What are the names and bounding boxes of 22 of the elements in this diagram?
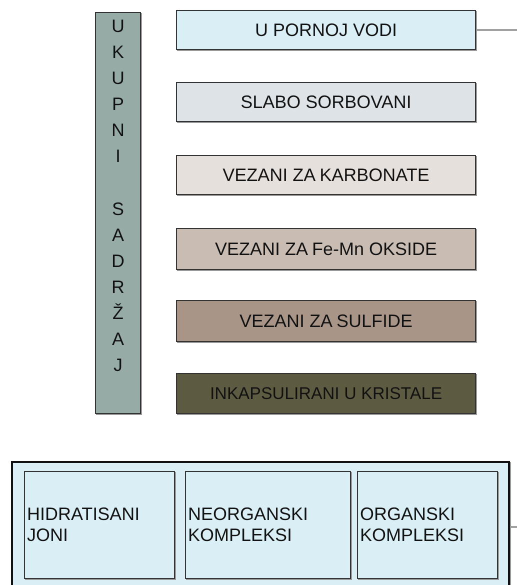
- category-box: [176, 10, 476, 50]
- box-label: VEZANI ZA KARBONATE: [222, 164, 430, 186]
- category-box: [176, 228, 476, 270]
- category-box: [176, 155, 476, 195]
- category-box: [176, 373, 476, 414]
- box-label: INKAPSULIRANI U KRISTALE: [210, 384, 442, 404]
- box-label: HIDRATISANI JONI: [27, 504, 141, 546]
- box-label: NEORGANSKI KOMPLEKSI: [188, 504, 310, 546]
- category-box: [357, 471, 498, 579]
- container-box: [11, 461, 510, 585]
- vertical-label: UKUPNI SADRŽAJ: [111, 15, 125, 378]
- category-box: [176, 300, 476, 342]
- category-box: [24, 471, 175, 579]
- box-label: ORGANSKI KOMPLEKSI: [360, 504, 466, 546]
- box-label: VEZANI ZA SULFIDE: [239, 310, 413, 332]
- box-label: SLABO SORBOVANI: [240, 92, 412, 112]
- category-box: [185, 471, 351, 579]
- box-label: VEZANI ZA Fe-Mn OKSIDE: [214, 238, 438, 260]
- category-box: [176, 82, 476, 122]
- vertical-label-box: [95, 12, 141, 414]
- connector-line: [510, 526, 517, 528]
- box-label: U PORNOJ VODI: [254, 20, 397, 40]
